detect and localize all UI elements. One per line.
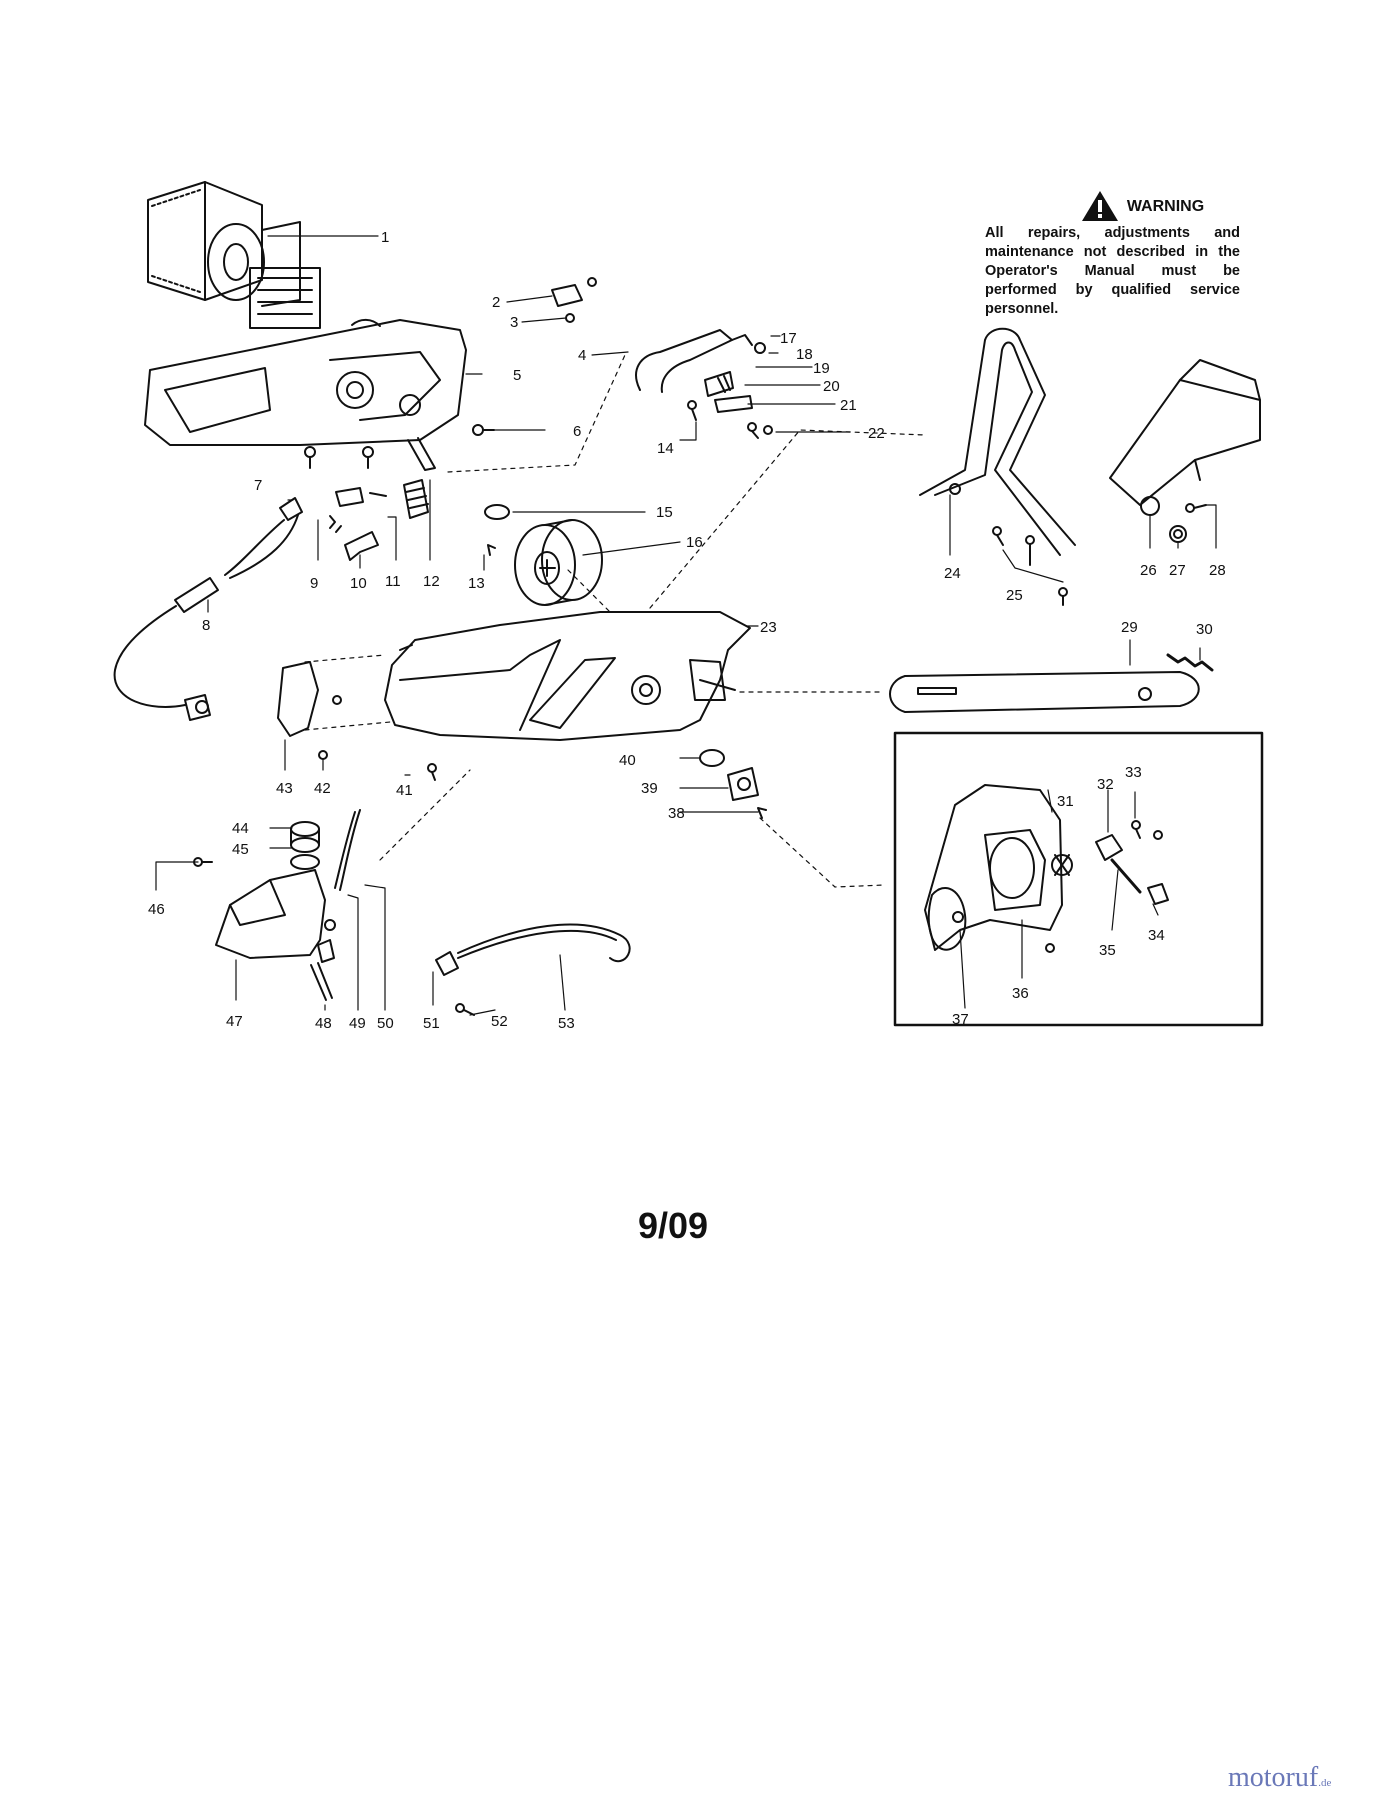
part-label: 23 bbox=[760, 619, 777, 636]
part-label: 33 bbox=[1125, 764, 1142, 781]
part-label: 41 bbox=[396, 782, 413, 799]
part-label: 4 bbox=[578, 347, 586, 364]
part-label: 13 bbox=[468, 575, 485, 592]
part-label: 2 bbox=[492, 294, 500, 311]
part-label: 49 bbox=[349, 1015, 366, 1032]
part-label: 27 bbox=[1169, 562, 1186, 579]
part-label: 17 bbox=[780, 330, 797, 347]
motor-housing bbox=[147, 181, 321, 329]
motor-housing-half bbox=[144, 318, 467, 471]
part-label: 20 bbox=[823, 378, 840, 395]
part-label: 38 bbox=[668, 805, 685, 822]
part-label: 46 bbox=[148, 901, 165, 918]
part-label: 52 bbox=[491, 1013, 508, 1030]
watermark-logo: motoruf.de bbox=[1228, 1762, 1331, 1794]
part-label: 45 bbox=[232, 841, 249, 858]
rear-handle-guard bbox=[1109, 359, 1261, 543]
part-label: 34 bbox=[1148, 927, 1165, 944]
oil-tank bbox=[193, 821, 326, 959]
part-label: 1 bbox=[381, 229, 389, 246]
part-label: 29 bbox=[1121, 619, 1138, 636]
watermark-brand: motoruf bbox=[1228, 1762, 1319, 1793]
part-label: 26 bbox=[1140, 562, 1157, 579]
part-label: 28 bbox=[1209, 562, 1226, 579]
part-label: 11 bbox=[385, 573, 401, 590]
part-label: 43 bbox=[276, 780, 293, 797]
main-housing bbox=[384, 611, 751, 741]
part-label: 51 bbox=[423, 1015, 440, 1032]
sprocket-assembly bbox=[484, 504, 603, 606]
part-label: 3 bbox=[510, 314, 518, 331]
part-label: 6 bbox=[573, 423, 581, 440]
front-handle bbox=[919, 327, 1076, 606]
part-label: 24 bbox=[944, 565, 961, 582]
part-label: 8 bbox=[202, 617, 210, 634]
part-label: 50 bbox=[377, 1015, 394, 1032]
trigger-parts bbox=[329, 479, 429, 561]
part-label: 47 bbox=[226, 1013, 243, 1030]
part-label: 25 bbox=[1006, 587, 1023, 604]
part-label: 42 bbox=[314, 780, 331, 797]
power-cord bbox=[113, 497, 303, 721]
part-label: 30 bbox=[1196, 621, 1213, 638]
part-label: 44 bbox=[232, 820, 249, 837]
page-number: 9/09 bbox=[638, 1205, 709, 1246]
part-label: 53 bbox=[558, 1015, 575, 1032]
watermark-tld: .de bbox=[1318, 1777, 1332, 1789]
housing-screws bbox=[304, 424, 495, 469]
switch-assembly bbox=[551, 277, 597, 323]
assembly-dashed-lines bbox=[304, 354, 926, 888]
part-label: 19 bbox=[813, 360, 830, 377]
leader-lines bbox=[155, 235, 1217, 1016]
guide-bar-and-chain bbox=[889, 653, 1214, 713]
chain-brake-parts bbox=[635, 329, 773, 439]
part-label: 10 bbox=[350, 575, 367, 592]
chain-brake-cover bbox=[277, 661, 437, 781]
warning-heading: WARNING bbox=[1045, 190, 1240, 222]
part-label: 18 bbox=[796, 346, 813, 363]
part-label: 15 bbox=[656, 504, 673, 521]
part-label: 12 bbox=[423, 573, 440, 590]
inset-sprocket-cover-box bbox=[893, 731, 1264, 1027]
warning-heading-text: WARNING bbox=[1126, 197, 1205, 215]
oil-pump-parts bbox=[310, 809, 361, 1001]
part-label: 39 bbox=[641, 780, 658, 797]
part-label: 35 bbox=[1099, 942, 1116, 959]
part-label: 40 bbox=[619, 752, 636, 769]
part-label: 48 bbox=[315, 1015, 332, 1032]
warning-triangle-icon bbox=[1081, 191, 1118, 221]
warning-notice: WARNING All repairs, adjustments and mai… bbox=[985, 190, 1240, 319]
part-label: 9 bbox=[310, 575, 318, 592]
part-label: 21 bbox=[840, 397, 857, 414]
part-label: 36 bbox=[1012, 985, 1029, 1002]
warning-text: All repairs, adjustments and maintenance… bbox=[985, 225, 1240, 317]
part-label: 16 bbox=[686, 534, 703, 551]
oil-line bbox=[435, 923, 631, 1016]
bar-mounting-hardware bbox=[699, 749, 767, 819]
part-label: 5 bbox=[513, 367, 521, 384]
part-number-labels: 1 2 3 4 5 6 7 8 9 10 11 12 13 15 16 14 1… bbox=[148, 229, 1226, 1032]
part-label: 31 bbox=[1057, 793, 1074, 810]
part-label: 32 bbox=[1097, 776, 1114, 793]
part-label: 22 bbox=[868, 425, 885, 442]
part-label: 7 bbox=[254, 477, 262, 494]
part-label: 37 bbox=[952, 1011, 969, 1028]
part-label: 14 bbox=[657, 440, 674, 457]
